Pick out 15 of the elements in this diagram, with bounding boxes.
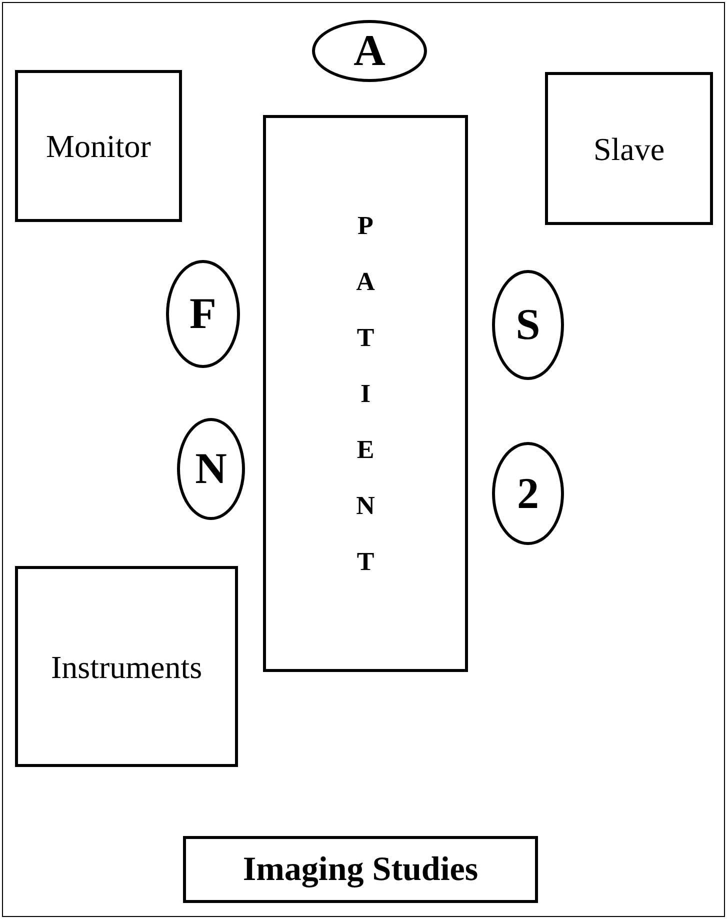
node-label: A [354, 29, 386, 73]
node-label: Slave [593, 130, 665, 168]
node-label: Instruments [50, 648, 202, 686]
station-box [15, 70, 182, 222]
label-box [183, 836, 538, 903]
patient-table [263, 115, 468, 672]
node-label: S [516, 303, 540, 347]
node-label: Imaging Studies [242, 852, 478, 886]
node-label: 2 [517, 472, 539, 516]
node-label: F [190, 292, 216, 336]
node-label: PATIENT [355, 210, 376, 578]
station-box [545, 72, 713, 225]
station-box [15, 566, 238, 767]
node-label: N [195, 447, 227, 491]
node-label: Monitor [46, 127, 151, 166]
